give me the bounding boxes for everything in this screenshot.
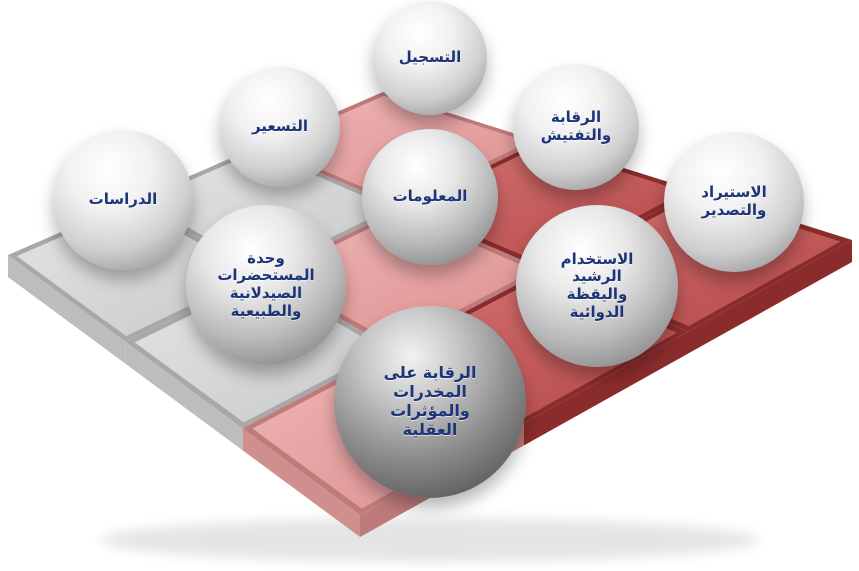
sphere-registration: التسجيل (373, 1, 487, 115)
sphere-label-inspection: الرقابة والتفتيش (531, 109, 621, 144)
sphere-inspection: الرقابة والتفتيش (513, 64, 639, 190)
sphere-label-information: المعلومات (383, 188, 478, 206)
sphere-narcotics: الرقابة على المخدرات والمؤثرات العقلية (334, 306, 526, 498)
sphere-label-import-export: الاستيراد والتصدير (691, 184, 776, 219)
sphere-import-export: الاستيراد والتصدير (664, 132, 804, 272)
sphere-label-studies: الدراسات (79, 191, 168, 209)
platform-shadow (100, 518, 760, 562)
sphere-information: المعلومات (362, 129, 498, 265)
sphere-pricing: التسعير (220, 67, 340, 187)
sphere-label-rational-use: الاستخدام الرشيد واليقظة الدوائية (551, 251, 644, 322)
sphere-studies: الدراسات (53, 130, 193, 270)
sphere-rational-use: الاستخدام الرشيد واليقظة الدوائية (516, 205, 678, 367)
sphere-label-narcotics: الرقابة على المخدرات والمؤثرات العقلية (374, 364, 487, 440)
sphere-label-pricing: التسعير (242, 118, 318, 136)
sphere-pharma-unit: وحدة المستحضرات الصيدلانية والطبيعية (186, 205, 346, 365)
sphere-label-registration: التسجيل (389, 49, 471, 67)
sphere-label-pharma-unit: وحدة المستحضرات الصيدلانية والطبيعية (207, 250, 324, 321)
